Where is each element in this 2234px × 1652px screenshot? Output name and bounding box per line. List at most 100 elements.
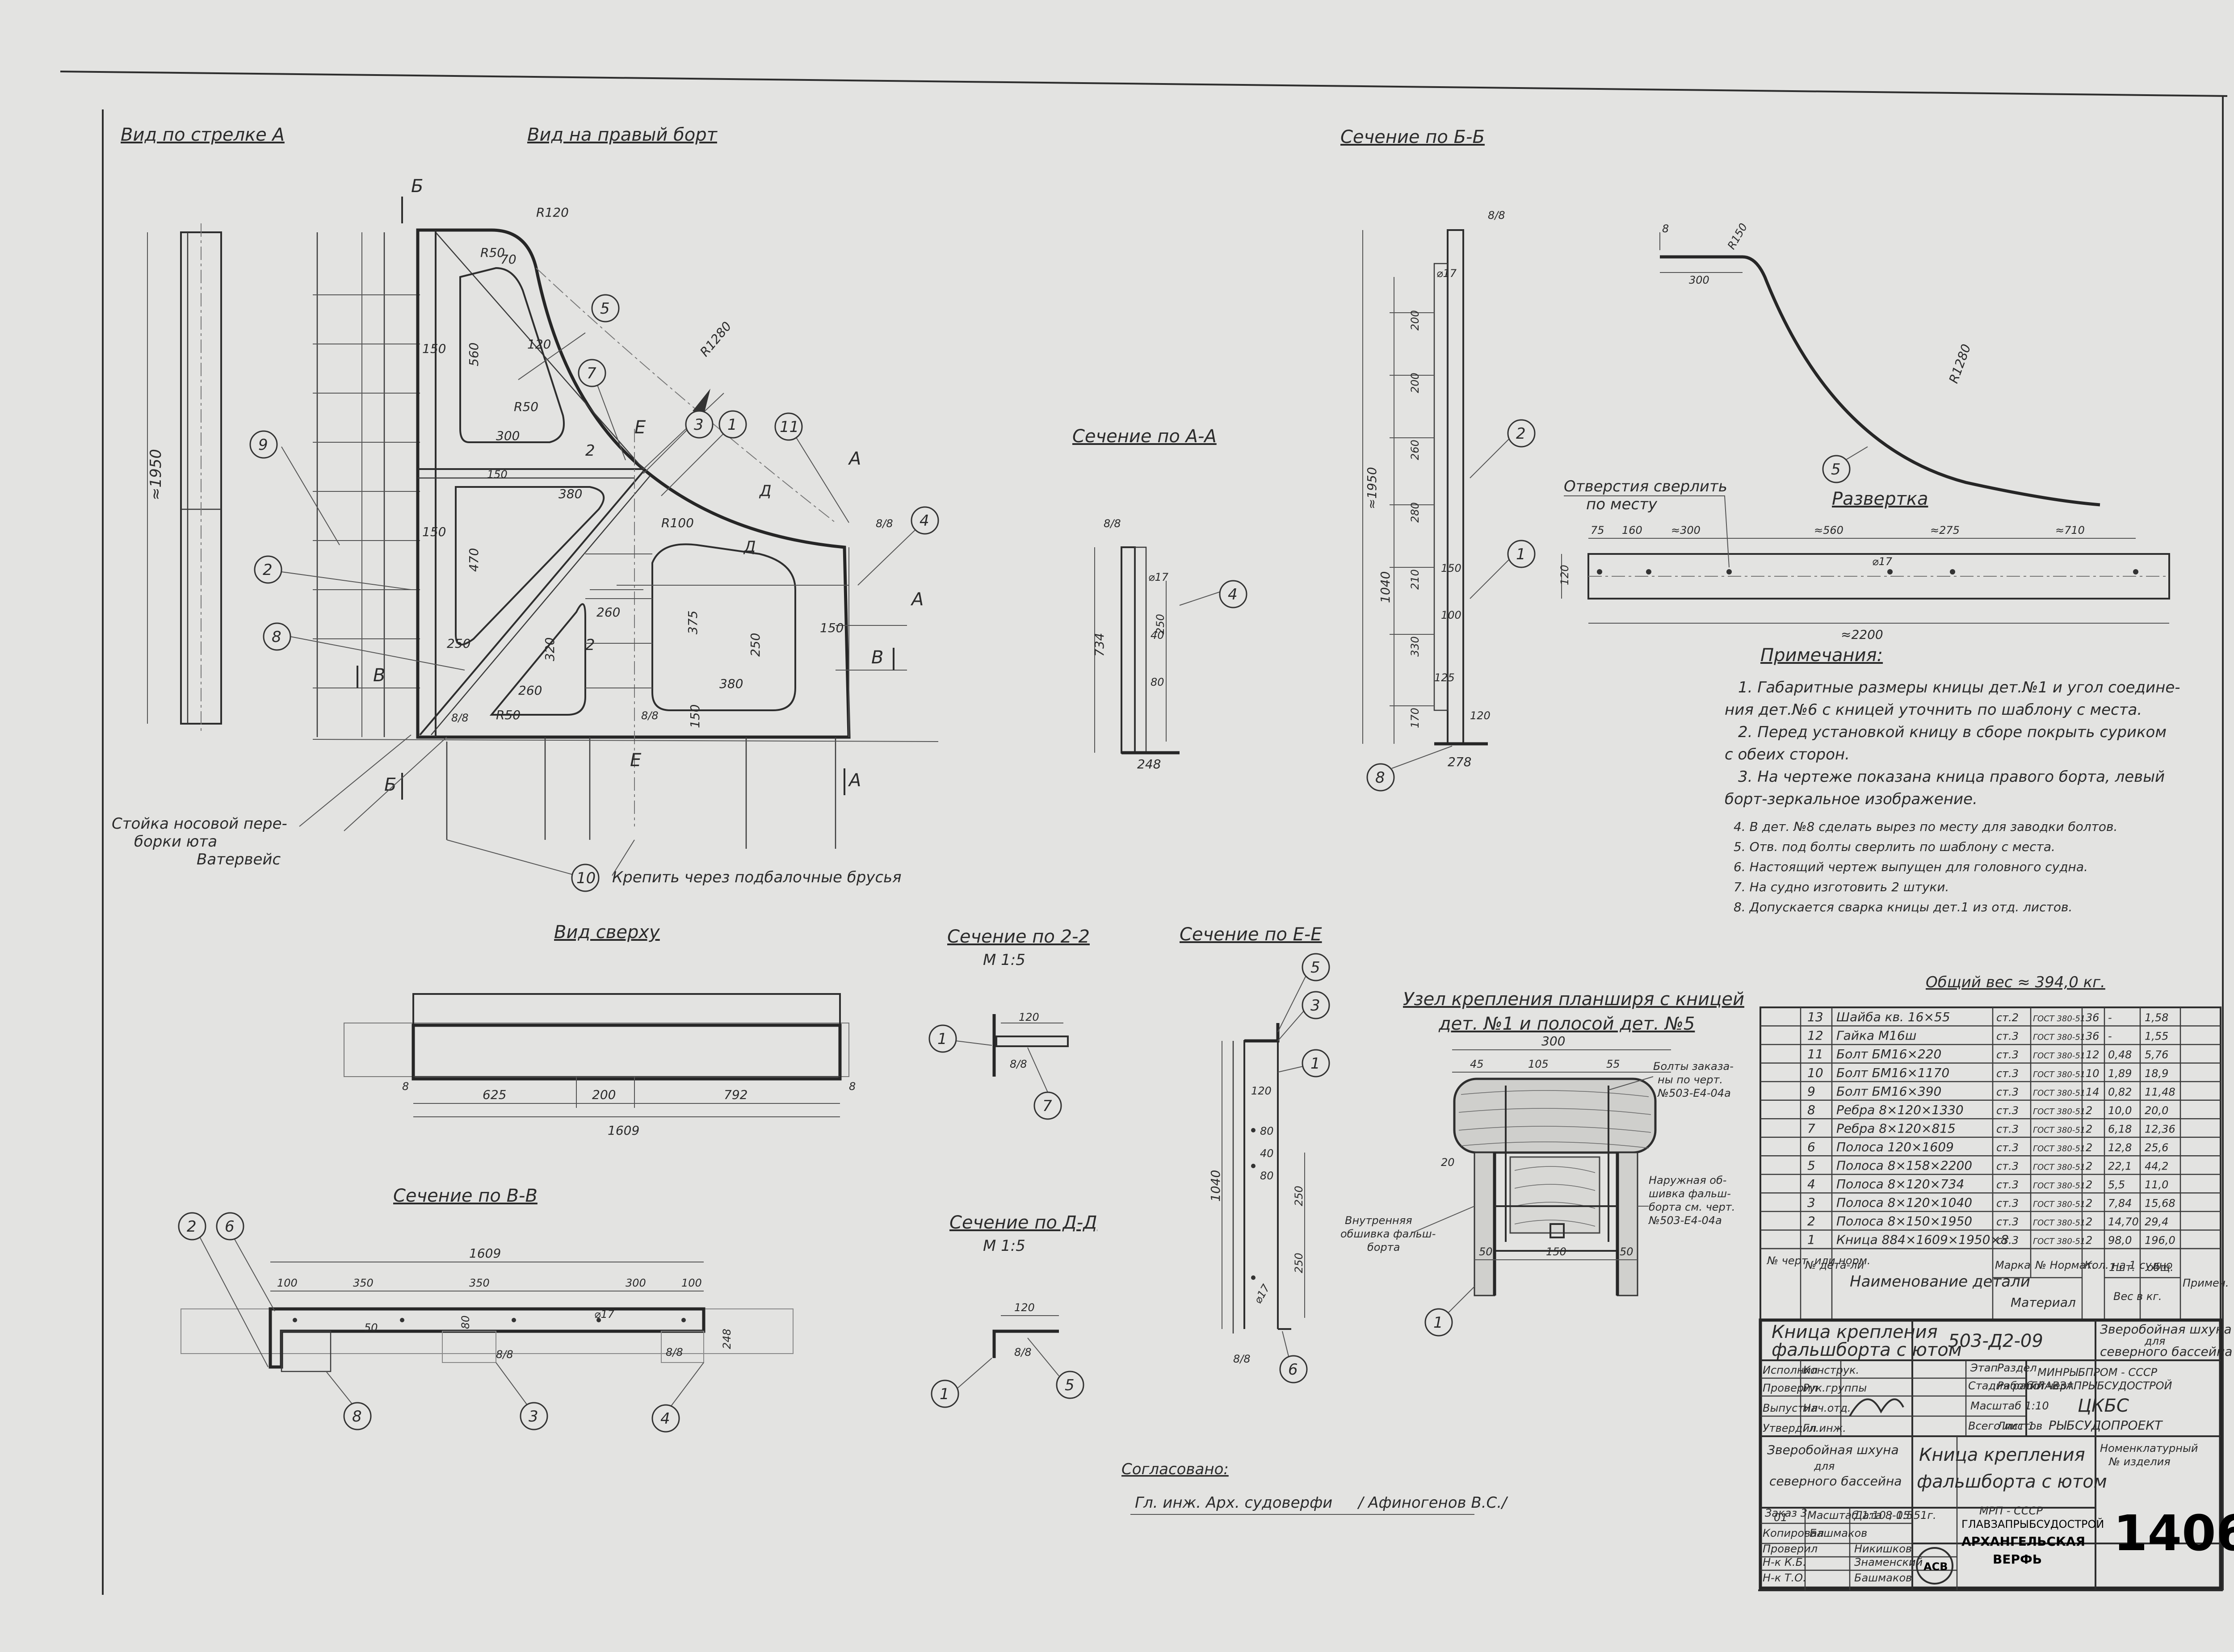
balloon-8-vv: 8 — [352, 1408, 362, 1426]
dim-rz-2200: ≈2200 — [1841, 627, 1883, 642]
letter-b-top: Б — [411, 176, 423, 197]
tb-role2-1: Конструк. — [1803, 1364, 1859, 1376]
balloon-5-ee: 5 — [1310, 959, 1320, 977]
balloon-4-aa: 4 — [1228, 586, 1238, 604]
tb-zakaz: Заказ 3 — [1765, 1507, 1807, 1519]
bom-cell-qty: 14 — [2086, 1086, 2100, 1098]
bom-cell-w1: 1,89 — [2108, 1067, 2132, 1080]
bom-cell-no: 6 — [1807, 1140, 1815, 1154]
label-naruzh-4: №503-Е4-04а — [1648, 1214, 1722, 1227]
dim-vv-50: 50 — [364, 1321, 378, 1334]
bom-cell-w1: 5,5 — [2108, 1178, 2125, 1191]
bom-cell-name: Полоса 120×1609 — [1836, 1140, 1954, 1154]
section-ee: 1040 120 80 40 80 250 250 ⌀17 8/8 5 3 1 … — [1208, 953, 1330, 1384]
title-razvertka: Развертка — [1832, 489, 1928, 509]
tb-role2-4: Гл.инж. — [1803, 1422, 1846, 1434]
dim-ee-120: 120 — [1251, 1085, 1272, 1097]
bom-cell-name: Ребра 8×120×1330 — [1836, 1103, 1964, 1117]
tb-role-3: Выпустил — [1763, 1402, 1818, 1414]
dim-aa-weld: 8/8 — [1104, 517, 1121, 530]
view-top: 625 200 792 1609 8 8 — [344, 993, 856, 1138]
tb-code: 503-Д2-09 — [1948, 1331, 2043, 1351]
bom-cell-w2: 1,58 — [2145, 1011, 2168, 1024]
dim-rz-top300: 300 — [1689, 274, 1709, 286]
bom-cell-no: 7 — [1807, 1121, 1815, 1136]
bom-cell-name: Кница 884×1609×1950×8 — [1836, 1233, 2009, 1247]
bom-cell-qty: 2 — [2086, 1234, 2092, 1247]
dim-r50-c: R50 — [496, 708, 521, 722]
bom-cell-w1: - — [2108, 1030, 2112, 1043]
bom-cell-no: 11 — [1807, 1047, 1823, 1061]
razvertka: 300 8 R150 R1280 5 120 75 160 ≈300 ≈560 … — [1558, 221, 2170, 642]
bom-cell-name: Ребра 8×120×815 — [1836, 1121, 1956, 1136]
balloon-2-a: 2 — [263, 561, 273, 579]
bom-cell-mat: ст.3 — [1996, 1086, 2019, 1098]
dim-uz-55: 55 — [1606, 1058, 1620, 1070]
tb-ship-1: Зверобойная шхуна — [2100, 1322, 2232, 1337]
note-line-3: 2. Перед установкой кницу в сборе покрыт… — [1738, 723, 2167, 741]
dim-ee-250a: 250 — [1293, 1186, 1305, 1206]
dim-vv-350b: 350 — [469, 1277, 490, 1289]
dim-top-8: 8 — [849, 1080, 856, 1093]
dim-bb-210: 210 — [1409, 569, 1421, 590]
bom-cell-qty: 2 — [2086, 1160, 2092, 1172]
dim-bb-120: 120 — [1470, 709, 1491, 722]
bom-cell-mat: ст.3 — [1996, 1048, 2019, 1061]
letter-g-1: 2 — [585, 442, 595, 460]
dim-150-ref: 150 — [487, 468, 508, 481]
dim-22-120: 120 — [1019, 1011, 1039, 1023]
tb-razdel: Раздел — [1997, 1362, 2037, 1374]
tb-name-1: Кница крепления — [1772, 1322, 1938, 1342]
note-line-2: ния дет.№6 с кницей уточнить по шаблону … — [1725, 701, 2142, 719]
dim-380-b: 380 — [719, 676, 743, 691]
balloon-2-bb: 2 — [1516, 425, 1526, 443]
dim-560: 560 — [466, 343, 481, 366]
bom-cell-w1: 14,70 — [2108, 1216, 2139, 1228]
note-line-6: борт-зеркальное изображение. — [1725, 790, 1978, 808]
letter-d-2: Д — [743, 538, 756, 556]
note-line-5: 3. На чертеже показана кница правого бор… — [1738, 768, 2165, 786]
tb-stadia: Стадия работ — [1968, 1379, 2046, 1392]
balloon-8-a: 8 — [272, 628, 281, 646]
note-line-10: 7. На судно изготовить 2 штуки. — [1734, 880, 1949, 894]
balloon-3-ee: 3 — [1310, 997, 1320, 1015]
bom-cell-gost: ГОСТ 380-51 — [2033, 1070, 2085, 1079]
balloon-1-ee: 1 — [1310, 1055, 1320, 1073]
label-vnutr-1: Внутренняя — [1345, 1214, 1412, 1227]
bom-h-mark: Марка — [1995, 1259, 2031, 1271]
dim-rz-710: ≈710 — [2055, 524, 2085, 537]
notes: Примечания: 1. Габаритные размеры кницы … — [1725, 645, 2180, 991]
dim-aa-248: 248 — [1137, 757, 1161, 771]
section-dd: 120 8/8 1 5 — [931, 1301, 1084, 1408]
dim-rz-560: ≈560 — [1814, 524, 1843, 537]
bom-cell-qty: 2 — [2086, 1141, 2092, 1154]
dim-uz-150: 150 — [1546, 1245, 1566, 1258]
bom-cell-name: Болт БМ16×1170 — [1836, 1065, 1949, 1080]
bom-cell-gost: ГОСТ 380-51 — [2033, 1144, 2085, 1153]
view-right-side: R120 R50 70 560 150 120 R50 300 150 380 … — [112, 176, 939, 892]
balloon-6-vv: 6 — [225, 1218, 235, 1236]
bom-cell-gost: ГОСТ 380-51 — [2033, 1107, 2085, 1116]
dim-vv-350a: 350 — [353, 1277, 374, 1289]
agreed-block: Согласовано: Гл. инж. Арх. судоверфи / А… — [1121, 1460, 1508, 1515]
bom-h-weight: Вес в кг. — [2113, 1290, 2162, 1303]
agreed-title: Согласовано: — [1121, 1460, 1229, 1478]
dim-250-b: 250 — [748, 633, 763, 657]
bom-cell-no: 10 — [1807, 1065, 1823, 1080]
bom-cell-qty: 2 — [2086, 1216, 2092, 1228]
note-line-9: 6. Настоящий чертеж выпущен для головног… — [1734, 860, 2088, 874]
bom-cell-w1: 0,48 — [2108, 1048, 2132, 1061]
balloon-7-a: 7 — [587, 365, 596, 382]
dim-bb-260: 260 — [1409, 440, 1421, 460]
tb-ship-b2: для — [1814, 1460, 1835, 1472]
tb-role-1: Исполнил — [1763, 1364, 1818, 1376]
dim-bb-1950: ≈1950 — [1365, 467, 1379, 509]
bom-cell-mat: ст.3 — [1996, 1178, 2019, 1191]
balloon-8-bb: 8 — [1375, 769, 1385, 787]
tb-nomen-2: № изделия — [2108, 1455, 2171, 1468]
tb-org-2: ГЛАВЗАПРЫБСУДОСТРОЙ — [2031, 1379, 2172, 1392]
label-vaterveis: Ватервейс — [197, 851, 281, 868]
dim-300: 300 — [496, 428, 520, 443]
dim-bb-125: 125 — [1434, 671, 1455, 684]
